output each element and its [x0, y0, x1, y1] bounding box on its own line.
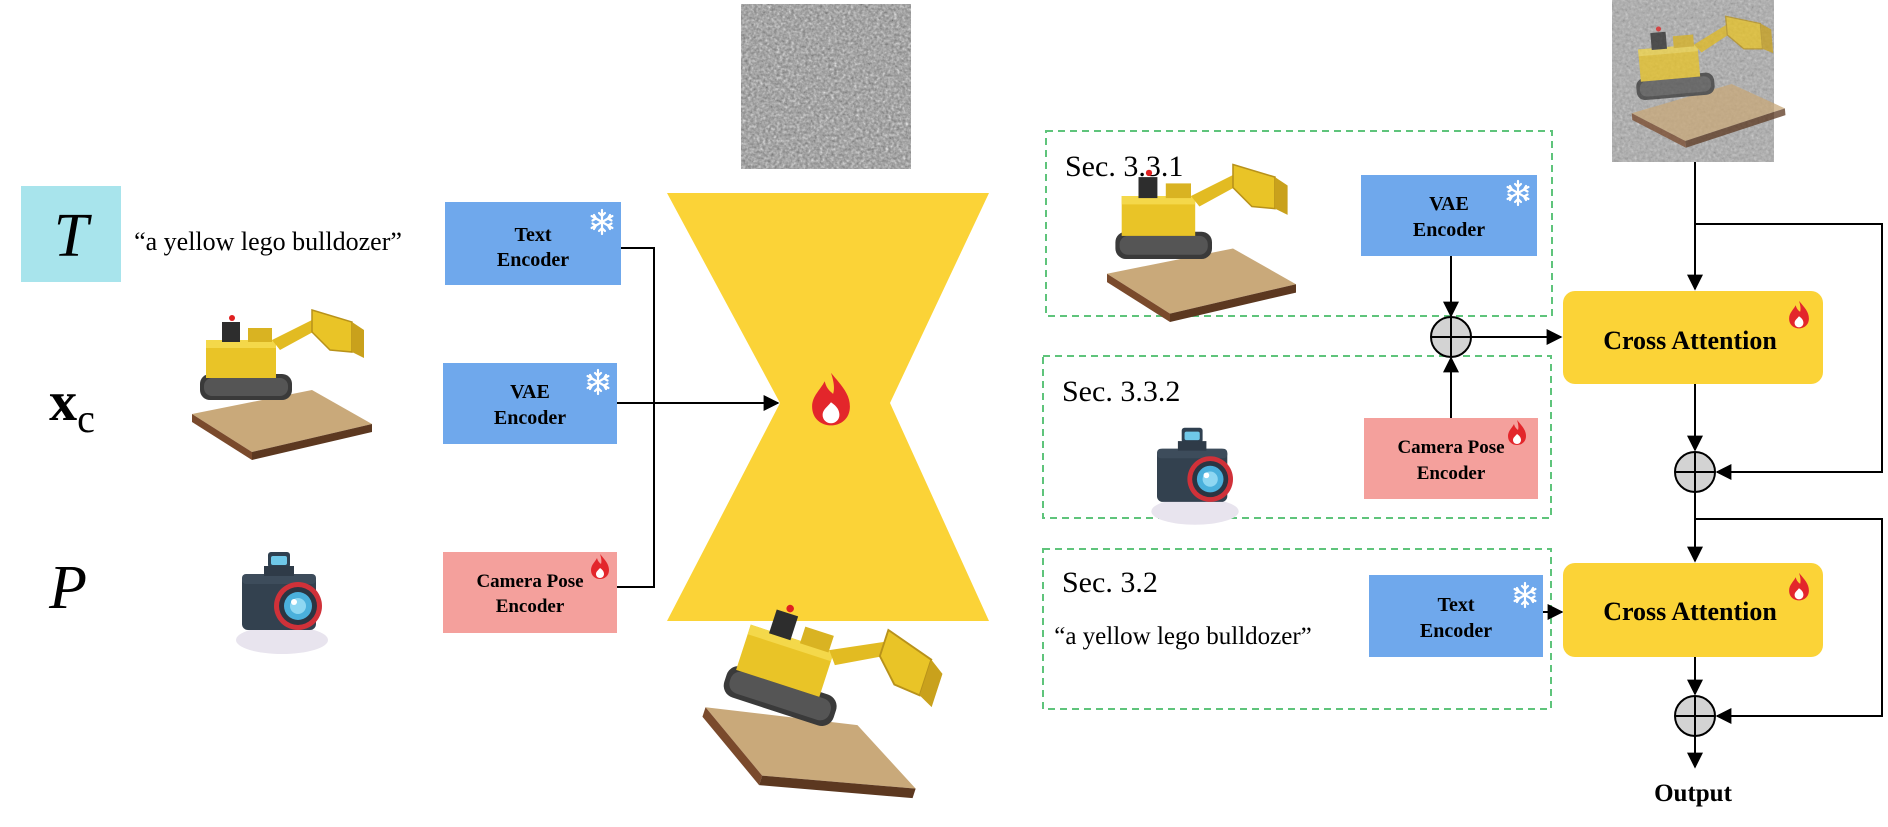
- noise-image: [741, 4, 911, 169]
- text-symbol-box: [21, 186, 121, 282]
- output-label: Output: [1654, 780, 1732, 807]
- cross-attention-block-2: Cross Attention: [1563, 563, 1823, 657]
- camera-encoder-line2: Encoder: [496, 596, 565, 617]
- sec-32-title: Sec. 3.2: [1062, 566, 1158, 599]
- sec-331-title: Sec. 3.3.1: [1065, 150, 1183, 183]
- noisy-bulldozer-image: [1612, 0, 1789, 162]
- vae-encoder-line1: VAE: [510, 381, 550, 403]
- sec-332-encoder-line1: Camera Pose: [1397, 437, 1504, 458]
- sec-32-encoder-line2: Encoder: [1420, 620, 1492, 642]
- cross-attention-label-2: Cross Attention: [1603, 597, 1777, 626]
- pose-symbol: P: [48, 554, 87, 622]
- encoder-bracket-line: [617, 247, 655, 588]
- sec-331-bulldozer: [1106, 163, 1297, 323]
- sec-332-box: [1042, 355, 1552, 519]
- sec-332-camera-encoder: Camera Pose Encoder: [1364, 418, 1538, 499]
- sec-331-encoder-line1: VAE: [1429, 193, 1469, 215]
- sec-32-box: [1042, 548, 1552, 710]
- cross-attention-label-1: Cross Attention: [1603, 326, 1777, 355]
- camera-pose-encoder-box: Camera Pose Encoder: [443, 552, 617, 633]
- cross-attention-block-1: Cross Attention: [1563, 291, 1823, 384]
- sec-332-title: Sec. 3.3.2: [1062, 375, 1180, 408]
- text-encoder-line2: Encoder: [497, 249, 569, 271]
- vae-encoder-line2: Encoder: [494, 407, 566, 429]
- sec-32-text-encoder: Text Encoder: [1369, 575, 1543, 657]
- plus-node-residual-2: [1674, 695, 1716, 737]
- prompt-text: “a yellow lego bulldozer”: [134, 227, 402, 256]
- text-encoder-line1: Text: [514, 224, 551, 246]
- sec-331-vae-encoder: VAE Encoder: [1361, 175, 1537, 256]
- sec-331-encoder-line2: Encoder: [1413, 219, 1485, 241]
- input-image-bulldozer: [191, 309, 373, 461]
- image-symbol: xc: [49, 371, 95, 441]
- sec-332-encoder-line2: Encoder: [1417, 463, 1486, 484]
- residual-skip-2: [1695, 518, 1883, 724]
- plus-node-conditions: [1430, 316, 1472, 358]
- sec-331-box: [1045, 130, 1553, 317]
- vae-encoder-box: VAE Encoder: [443, 363, 617, 444]
- camera-encoder-line1: Camera Pose: [476, 571, 583, 592]
- sec-32-prompt: “a yellow lego bulldozer”: [1054, 623, 1312, 650]
- residual-skip-1: [1695, 223, 1883, 480]
- sec-332-camera-icon: [1151, 427, 1239, 525]
- sec-32-encoder-line1: Text: [1437, 594, 1474, 616]
- plus-node-residual-1: [1674, 451, 1716, 493]
- camera-icon: [236, 552, 328, 654]
- text-symbol: T: [54, 202, 93, 270]
- text-encoder-box: Text Encoder: [445, 202, 621, 285]
